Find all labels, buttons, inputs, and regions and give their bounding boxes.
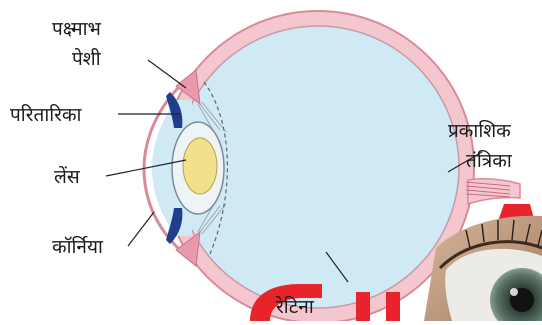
label-optic-nerve-line2: तंत्रिका [466, 150, 512, 172]
label-iris: परितारिका [10, 104, 81, 126]
label-lens: लेंस [54, 166, 80, 188]
cornea-pointer [128, 212, 154, 246]
lens-core [183, 138, 217, 194]
label-cornea: कॉर्निया [52, 236, 103, 258]
label-optic-nerve-line1: प्रकाशिक [448, 120, 511, 142]
label-ciliary-muscle-line2: पेशी [72, 48, 101, 70]
label-retina: रेटिना [276, 296, 314, 318]
label-ciliary-muscle-line1: पक्ष्माभ [52, 18, 101, 40]
ciliary-muscle-pointer [148, 60, 186, 88]
